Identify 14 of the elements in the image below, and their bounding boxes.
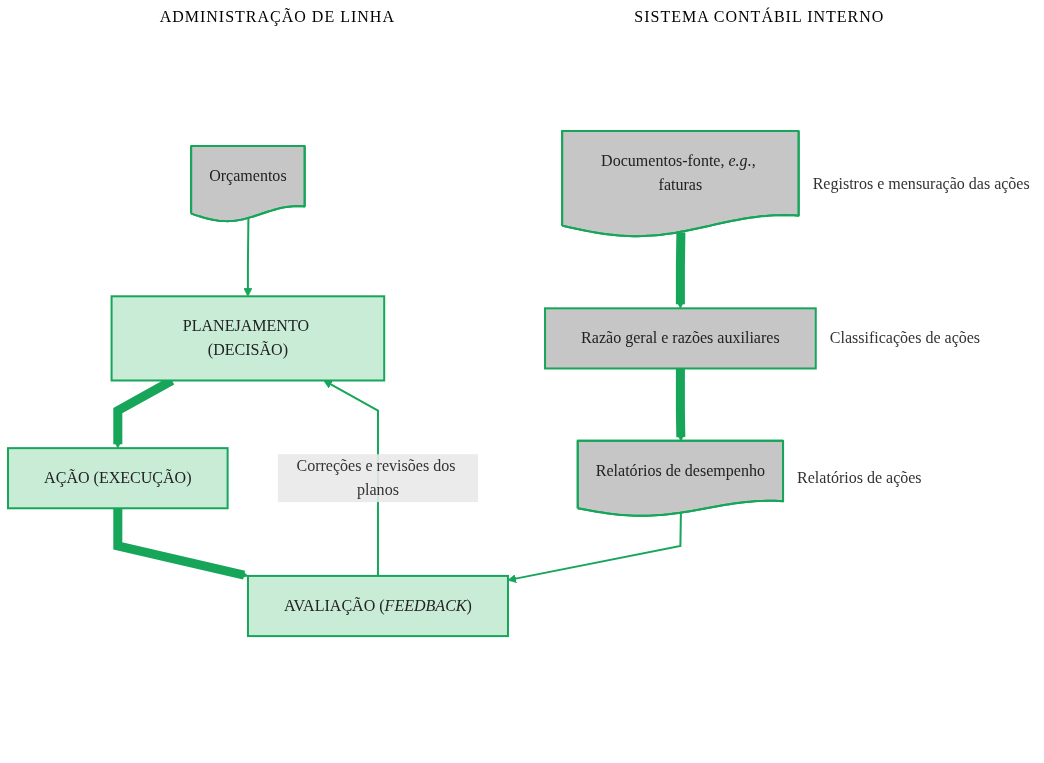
side-note: Registros e mensuração das ações xyxy=(812,174,1030,192)
arrow xyxy=(675,232,686,309)
node-box: Razão geral e razões auxiliares xyxy=(544,307,817,370)
node-box: AVALIAÇÃO (FEEDBACK) xyxy=(246,574,509,638)
node-box: PLANEJAMENTO (DECISÃO) xyxy=(110,295,386,382)
arrow xyxy=(507,512,682,583)
side-note: Classificações de ações xyxy=(829,329,981,347)
arrow xyxy=(243,217,253,297)
arrow xyxy=(113,508,249,580)
node-box: AÇÃO (EXECUÇÃO) xyxy=(7,447,229,510)
column-heading: SISTEMA CONTÁBIL INTERNO xyxy=(634,8,885,26)
column-heading: ADMINISTRAÇÃO DE LINHA xyxy=(159,8,395,26)
side-note: Relatórios de ações xyxy=(797,469,922,487)
edge-label: Correções e revisões dos planos xyxy=(296,457,456,499)
